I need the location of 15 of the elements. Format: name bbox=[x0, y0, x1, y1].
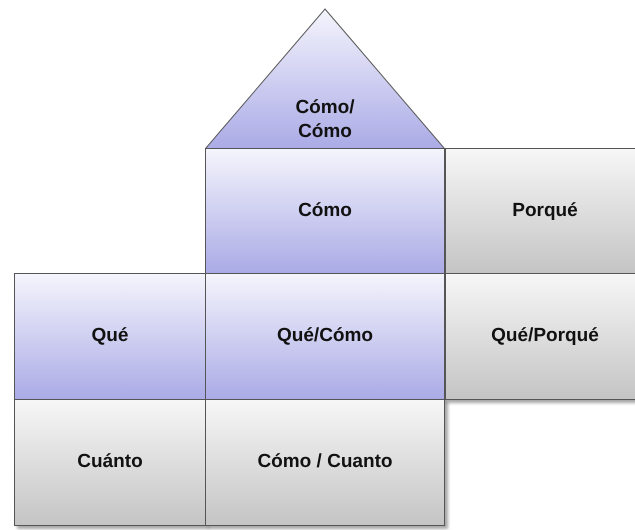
matrix-cell bbox=[205, 399, 445, 526]
cell-label: Cuánto bbox=[77, 450, 143, 474]
cell-label: Cómo bbox=[298, 198, 352, 223]
matrix-cell bbox=[14, 399, 206, 526]
cell-label: Cómo/ Cómo bbox=[294, 96, 356, 144]
matrix-cell bbox=[14, 273, 206, 400]
cell-label: Qué bbox=[92, 324, 128, 348]
cell-label: Qué/Cómo bbox=[276, 324, 374, 348]
matrix-cell bbox=[445, 273, 635, 400]
cell-label: Cómo / Cuanto bbox=[257, 450, 393, 474]
cell-label: Qué/Porqué bbox=[491, 324, 599, 348]
cell-label: Porqué bbox=[512, 198, 578, 223]
matrix-cell bbox=[445, 148, 635, 274]
matrix-cell bbox=[205, 148, 445, 274]
matrix-cell bbox=[205, 273, 445, 400]
